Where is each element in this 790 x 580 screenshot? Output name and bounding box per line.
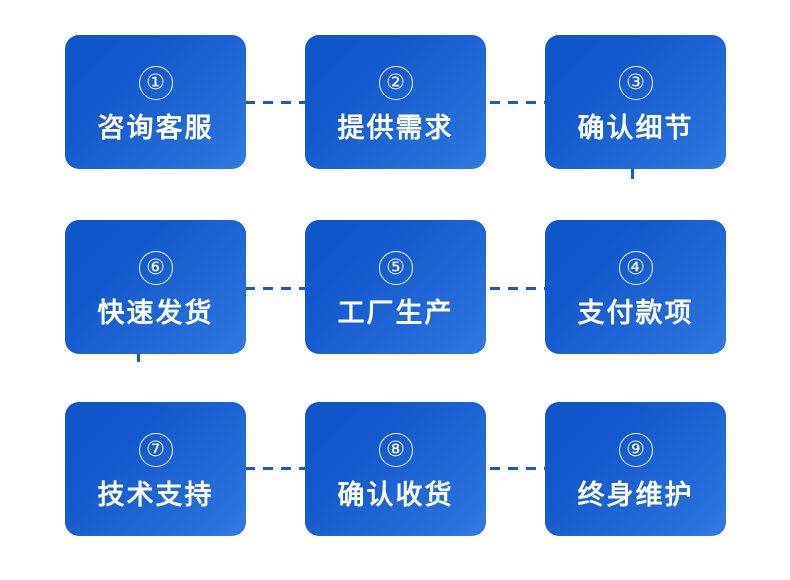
step-label-2: 提供需求 — [337, 112, 454, 143]
step-label-3: 确认细节 — [577, 112, 694, 143]
step-label-7: 技术支持 — [97, 479, 214, 510]
step-number-5: ⑤ — [378, 250, 413, 285]
connector-4-to-5 — [490, 287, 545, 290]
connector-6-to-7 — [137, 352, 140, 403]
step-number-6: ⑥ — [138, 250, 173, 285]
step-number-3: ③ — [618, 65, 653, 100]
step-card-9[interactable]: ⑨ 终身维护 — [545, 402, 726, 536]
step-number-7: ⑦ — [138, 432, 173, 467]
step-card-4[interactable]: ④ 支付款项 — [545, 220, 726, 354]
connector-2-to-3 — [490, 101, 545, 104]
step-label-4: 支付款项 — [577, 297, 694, 328]
connector-5-to-6 — [245, 287, 305, 290]
step-label-8: 确认收货 — [337, 479, 454, 510]
step-card-8[interactable]: ⑧ 确认收货 — [305, 402, 486, 536]
step-card-6[interactable]: ⑥ 快速发货 — [65, 220, 246, 354]
connector-1-to-2 — [245, 101, 305, 104]
step-number-1: ① — [138, 65, 173, 100]
step-card-2[interactable]: ② 提供需求 — [305, 35, 486, 169]
connector-3-to-4 — [631, 169, 634, 221]
connector-8-to-9 — [490, 467, 545, 470]
step-card-1[interactable]: ① 咨询客服 — [65, 35, 246, 169]
step-number-2: ② — [378, 65, 413, 100]
step-number-4: ④ — [618, 250, 653, 285]
step-label-1: 咨询客服 — [97, 112, 214, 143]
step-card-3[interactable]: ③ 确认细节 — [545, 35, 726, 169]
step-label-5: 工厂生产 — [337, 297, 454, 328]
step-number-8: ⑧ — [378, 432, 413, 467]
step-card-7[interactable]: ⑦ 技术支持 — [65, 402, 246, 536]
step-label-9: 终身维护 — [577, 479, 694, 510]
step-card-5[interactable]: ⑤ 工厂生产 — [305, 220, 486, 354]
connector-7-to-8 — [245, 467, 305, 470]
step-number-9: ⑨ — [618, 432, 653, 467]
step-label-6: 快速发货 — [97, 297, 214, 328]
